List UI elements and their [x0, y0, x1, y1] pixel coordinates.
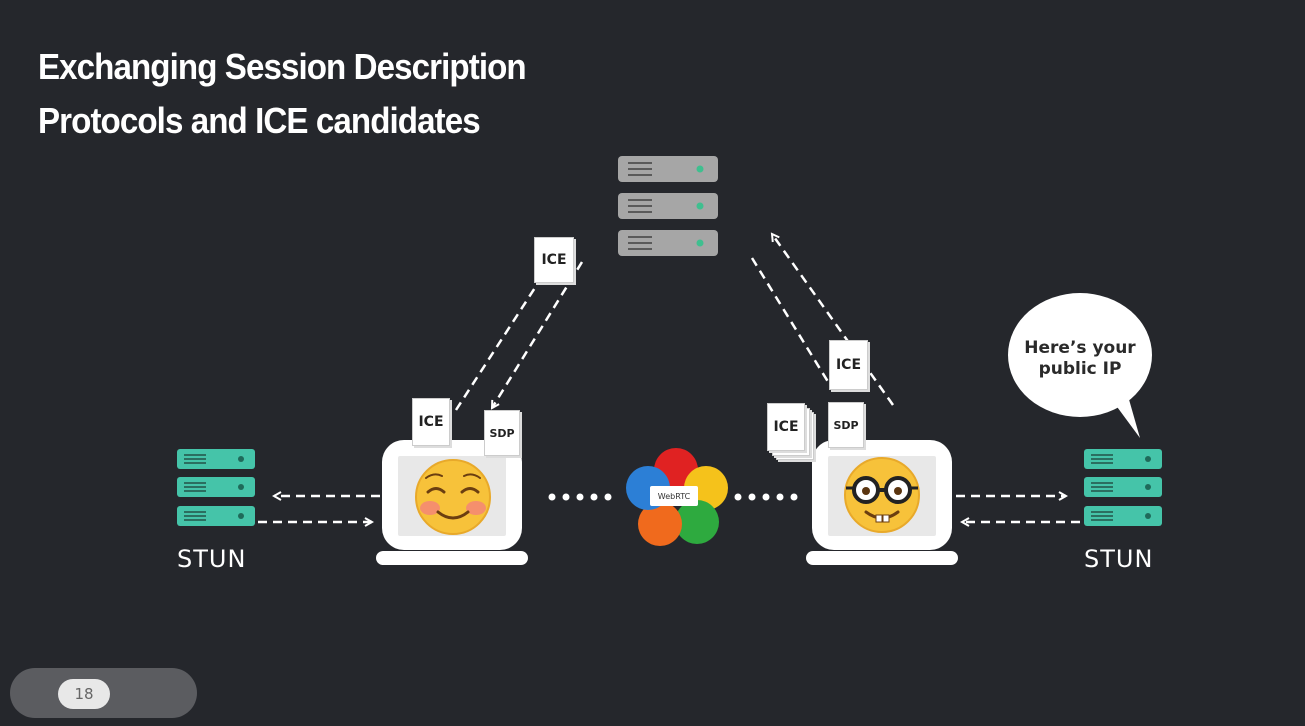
sdp-document-right: SDP [828, 402, 864, 448]
page-number: 18 [58, 679, 110, 709]
right-stun-server-icon [1084, 449, 1162, 526]
smiling-face-icon [415, 459, 491, 535]
ice-document-top-left: ICE [534, 237, 574, 283]
stun-label-right: STUN [1084, 545, 1154, 573]
speech-bubble [1008, 293, 1152, 438]
right-stun-arrows [956, 496, 1080, 522]
left-signaling-arrows [454, 261, 584, 411]
title-line-2: Protocols and ICE candidates [38, 100, 481, 141]
right-signaling-arrows [750, 234, 895, 406]
left-stun-arrows [258, 496, 380, 522]
title-line-1: Exchanging Session Description [38, 46, 527, 87]
nerd-face-icon [844, 457, 920, 533]
ice-document-top-right: ICE [829, 340, 868, 390]
speech-bubble-text: Here’s your public IP [1010, 338, 1150, 380]
ice-document-left: ICE [412, 398, 450, 446]
ice-document-stack-right: ICE [767, 403, 805, 451]
bubble-line-2: public IP [1038, 359, 1122, 379]
signaling-server-icon [618, 156, 718, 256]
peer-connection-dots [548, 493, 798, 501]
sdp-document-left: SDP [484, 410, 520, 456]
bubble-line-1: Here’s your [1024, 338, 1136, 358]
left-stun-server-icon [177, 449, 255, 526]
webrtc-label: WebRTC [650, 486, 698, 506]
stun-label-left: STUN [177, 545, 247, 573]
slide-title: Exchanging Session Description Protocols… [38, 40, 527, 148]
